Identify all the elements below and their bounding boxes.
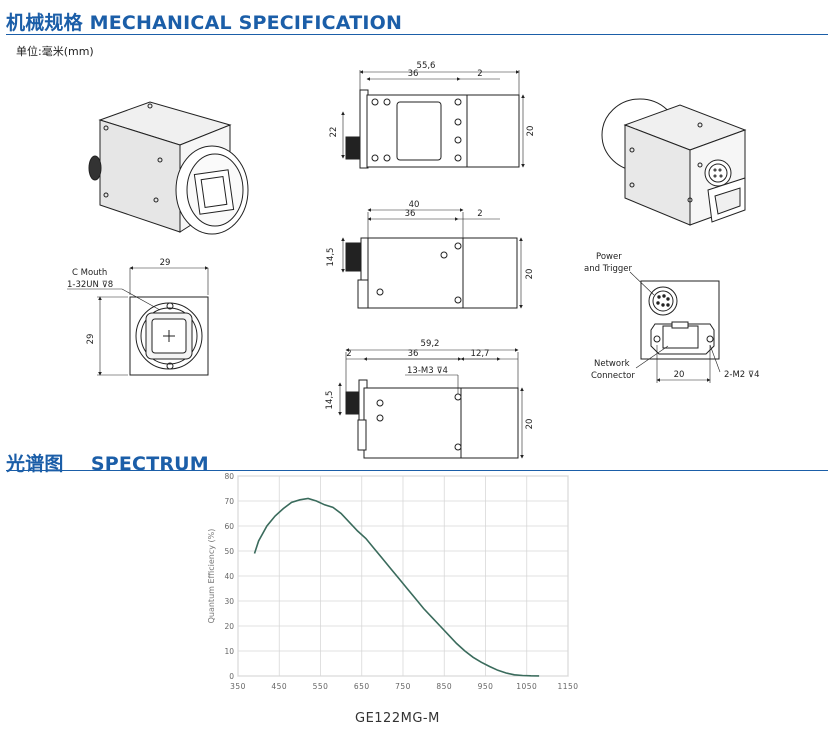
spectrum-section-rule — [6, 470, 828, 471]
x-tick-label: 750 — [395, 682, 411, 691]
rear-width-dim: 20 — [674, 370, 685, 380]
x-axis-ticks: 350 450 550 650 750 850 950 1050 1150 — [230, 682, 578, 691]
side-body-dim: 36 — [405, 209, 416, 219]
side-height-right-dim: 20 — [525, 269, 535, 280]
power-trigger-label-1: Power — [596, 252, 622, 262]
mechanical-section-title: 机械规格 MECHANICAL SPECIFICATION — [6, 12, 403, 34]
spectrum-section-title: 光谱图 SPECTRUM — [6, 453, 209, 475]
bottom-height-left-dim: 14,5 — [325, 391, 335, 410]
mechanical-section-rule — [6, 34, 828, 35]
y-tick-label: 20 — [224, 622, 234, 631]
front-width-dim: 29 — [160, 258, 171, 268]
bottom-body-dim: 36 — [408, 349, 419, 359]
quantum-efficiency-chart: 0 10 20 30 40 50 60 70 80 350 450 550 650 750 850 950 1… — [207, 472, 578, 691]
network-connector-label-1: Network — [594, 359, 630, 369]
bottom-hole-dim: 13-M3 ⊽4 — [407, 366, 448, 376]
top-view — [341, 70, 525, 169]
x-tick-label: 450 — [271, 682, 287, 691]
front-height-dim: 29 — [86, 334, 96, 345]
y-tick-label: 50 — [224, 547, 234, 556]
side-overall-dim: 40 — [409, 200, 420, 210]
qe-series-line — [253, 497, 540, 677]
front-face-view: 29 29 C Mouth 1-32UN ⊽8 — [67, 258, 209, 376]
power-trigger-label-2: and Trigger — [584, 264, 633, 274]
x-tick-label: 350 — [230, 682, 246, 691]
y-tick-label: 10 — [224, 647, 234, 656]
unit-note: 单位:毫米(mm) — [16, 45, 94, 58]
y-tick-label: 70 — [224, 497, 234, 506]
x-tick-label: 850 — [436, 682, 452, 691]
isometric-camera-rear-view — [601, 98, 747, 226]
side-view — [341, 208, 523, 309]
top-height-right-dim: 20 — [526, 126, 536, 137]
side-offset-dim: 2 — [477, 209, 482, 219]
c-mount-thread: 1-32UN ⊽8 — [67, 280, 113, 290]
bottom-left-dim: 2 — [346, 349, 351, 359]
x-tick-label: 950 — [478, 682, 494, 691]
y-tick-label: 0 — [229, 672, 234, 681]
bottom-height-right-dim: 20 — [525, 419, 535, 430]
camera-model-label: GE122MG-M — [355, 711, 440, 726]
y-axis-ticks: 0 10 20 30 40 50 60 70 80 — [224, 472, 234, 681]
c-mount-label: C Mouth — [72, 268, 107, 278]
isometric-camera-front-view — [88, 101, 249, 235]
y-tick-label: 80 — [224, 472, 234, 481]
bottom-overall-dim: 59,2 — [421, 339, 440, 349]
top-height-left-dim: 22 — [329, 127, 339, 138]
y-tick-label: 30 — [224, 597, 234, 606]
chart-grid — [237, 475, 569, 677]
x-tick-label: 1050 — [516, 682, 537, 691]
bottom-right-dim: 12,7 — [471, 349, 490, 359]
network-connector-label-2: Connector — [591, 371, 635, 381]
y-tick-label: 40 — [224, 572, 234, 581]
x-tick-label: 550 — [313, 682, 329, 691]
top-offset-dim: 2 — [477, 69, 482, 79]
rear-face-view — [629, 271, 721, 383]
bottom-view — [338, 348, 524, 459]
y-tick-label: 60 — [224, 522, 234, 531]
top-overall-dim: 55,6 — [417, 61, 436, 71]
rear-screw-dim: 2-M2 ⊽4 — [724, 370, 760, 380]
x-tick-label: 1150 — [557, 682, 578, 691]
mechanical-drawings: 29 29 C Mouth 1-32UN ⊽8 55,6 36 2 22 20 — [67, 61, 760, 459]
side-height-left-dim: 14,5 — [326, 248, 336, 267]
top-body-dim: 36 — [408, 69, 419, 79]
y-axis-label: Quantum Efficiency (%) — [207, 529, 216, 624]
x-tick-label: 650 — [354, 682, 370, 691]
